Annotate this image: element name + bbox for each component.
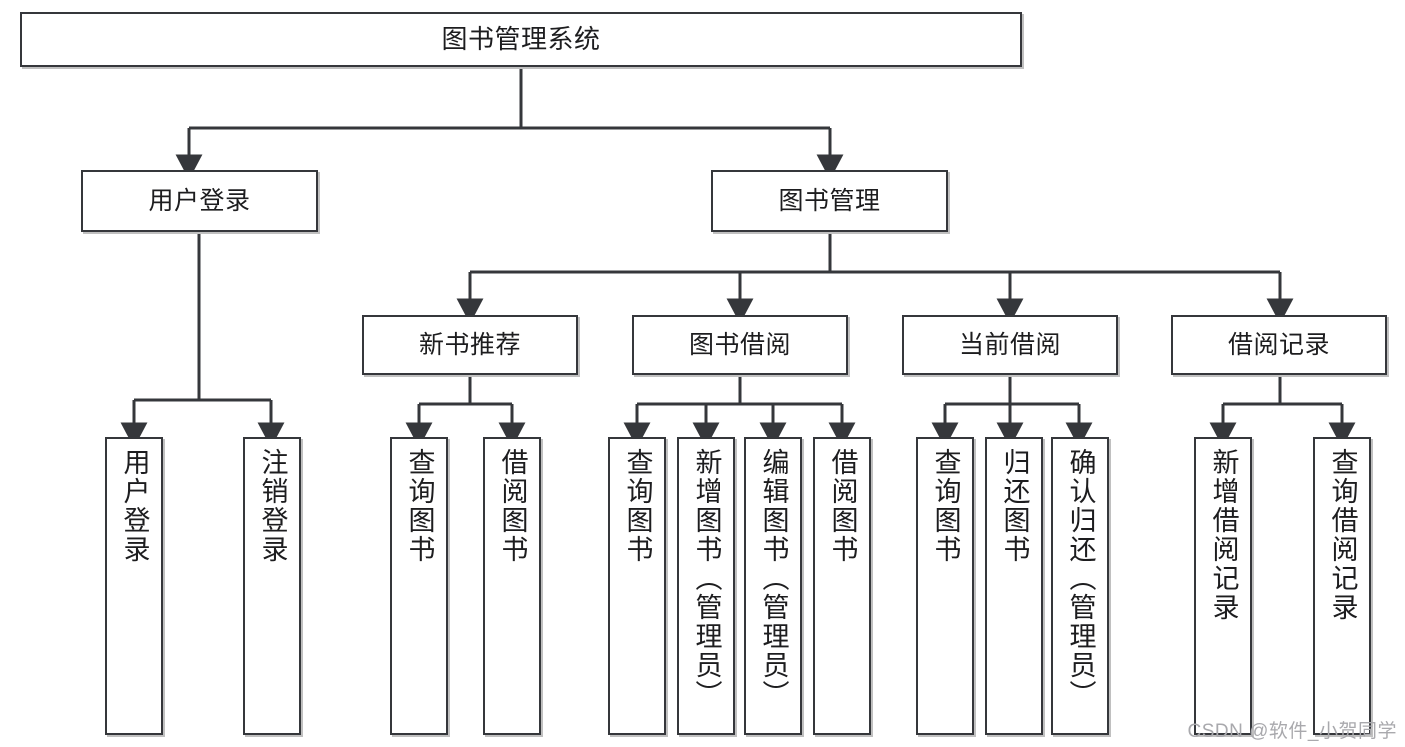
node-book-manage[interactable]: 图书管理: [711, 170, 948, 232]
node-root[interactable]: 图书管理系统: [20, 12, 1022, 67]
node-borrow-record[interactable]: 借阅记录: [1171, 315, 1387, 375]
leaf-query-book-3[interactable]: 查询图书: [916, 437, 974, 735]
leaf-logout-login-label: 注销登录: [257, 448, 288, 564]
leaf-query-record[interactable]: 查询借阅记录: [1313, 437, 1371, 735]
csdn-watermark: CSDN @软件_小贺同学: [1187, 721, 1397, 742]
leaf-edit-book-label: 编辑图书（管理员）: [758, 448, 789, 709]
leaf-return-book-label: 归还图书: [999, 448, 1030, 564]
leaf-borrow-book-1[interactable]: 借阅图书: [483, 437, 541, 735]
leaf-confirm-return[interactable]: 确认归还（管理员）: [1051, 437, 1109, 735]
node-book-borrow[interactable]: 图书借阅: [632, 315, 848, 375]
node-user-login-label: 用户登录: [148, 186, 251, 215]
leaf-borrow-book-2[interactable]: 借阅图书: [813, 437, 871, 735]
leaf-add-record-label: 新增借阅记录: [1208, 448, 1239, 622]
leaf-query-book-2-label: 查询图书: [622, 448, 653, 564]
leaf-query-book-1-label: 查询图书: [404, 448, 435, 564]
leaf-logout-login[interactable]: 注销登录: [243, 437, 301, 735]
leaf-add-book-label: 新增图书（管理员）: [691, 448, 722, 709]
leaf-return-book[interactable]: 归还图书: [985, 437, 1043, 735]
node-borrow-record-label: 借阅记录: [1227, 330, 1330, 359]
leaf-user-login[interactable]: 用户登录: [105, 437, 163, 735]
leaf-query-book-3-label: 查询图书: [930, 448, 961, 564]
leaf-add-record[interactable]: 新增借阅记录: [1194, 437, 1252, 735]
leaf-borrow-book-1-label: 借阅图书: [497, 448, 528, 564]
node-current-borrow-label: 当前借阅: [958, 330, 1061, 359]
leaf-user-login-label: 用户登录: [119, 448, 150, 564]
leaf-query-book-1[interactable]: 查询图书: [390, 437, 448, 735]
node-new-book-recommend-label: 新书推荐: [418, 330, 521, 359]
node-current-borrow[interactable]: 当前借阅: [902, 315, 1118, 375]
leaf-query-book-2[interactable]: 查询图书: [608, 437, 666, 735]
leaf-borrow-book-2-label: 借阅图书: [827, 448, 858, 564]
leaf-confirm-return-label: 确认归还（管理员）: [1065, 448, 1096, 709]
node-new-book-recommend[interactable]: 新书推荐: [362, 315, 578, 375]
node-root-label: 图书管理系统: [441, 23, 601, 54]
node-user-login[interactable]: 用户登录: [81, 170, 318, 232]
node-book-manage-label: 图书管理: [778, 186, 881, 215]
leaf-edit-book[interactable]: 编辑图书（管理员）: [744, 437, 802, 735]
node-book-borrow-label: 图书借阅: [688, 330, 791, 359]
leaf-add-book[interactable]: 新增图书（管理员）: [677, 437, 735, 735]
leaf-query-record-label: 查询借阅记录: [1327, 448, 1358, 622]
